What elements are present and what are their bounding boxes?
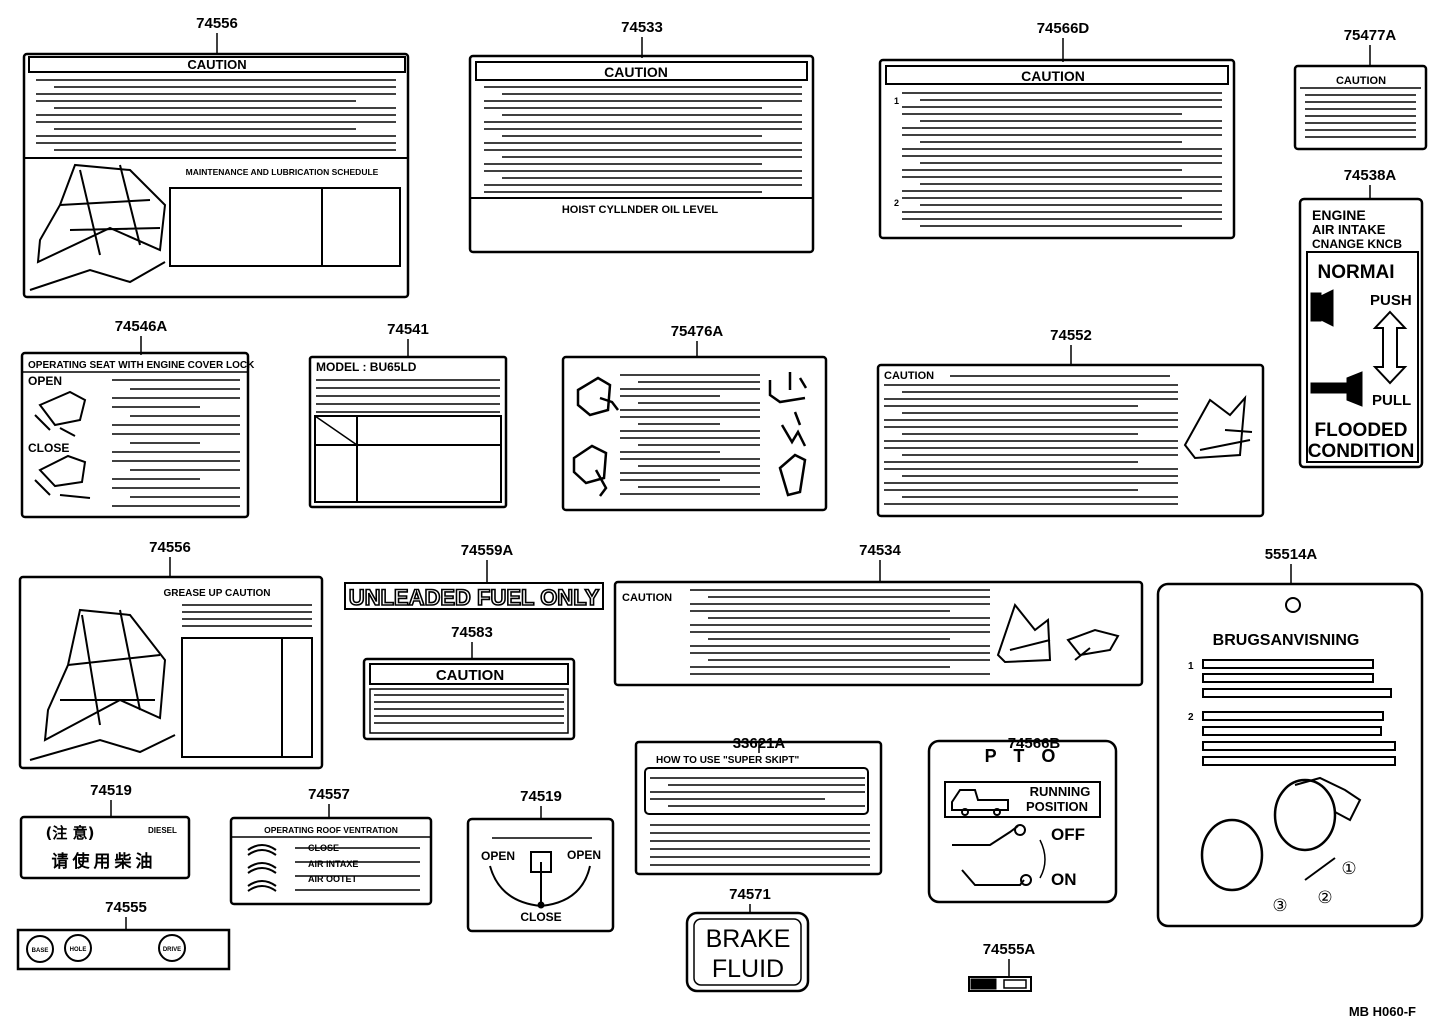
roof-vent-title: OPERATING ROOF VENTRATION: [264, 825, 398, 835]
open-right-text: OPEN: [567, 848, 601, 862]
unleaded-fuel-only-text: UNLEADED FUEL ONLY: [349, 585, 600, 610]
air-intake-option-text: AIR INTAXE: [308, 859, 358, 869]
air-intake-text: AIR INTAKE: [1312, 222, 1386, 237]
step-2-marker: ②: [1317, 888, 1332, 908]
item-number: 2: [1188, 712, 1194, 723]
label-74566b-pto: 74566B P T O RUNNING POSITION OFF ON: [927, 735, 1118, 904]
caution-header: CAUTION: [1021, 68, 1085, 84]
label-74519-diesel-cn: 74519 (注 意) DIESEL 请使用柴油: [19, 782, 191, 880]
caution-header: CAUTION: [604, 64, 668, 80]
close-text: CLOSE: [28, 441, 69, 455]
on-text: ON: [1051, 870, 1077, 889]
label-74538a-air-intake: 74538A ENGINE AIR INTAKE CNANGE KNCB NOR…: [1298, 167, 1424, 469]
label-74555-hole-badges: 74555 BASE HOLE DRIVE: [16, 899, 231, 971]
item-number: 1: [1188, 661, 1194, 672]
label-75476a-pictograms: 75476A: [561, 323, 828, 512]
condition-text: CONDITION: [1308, 441, 1415, 462]
maintenance-title: MAINTENANCE AND LUBRICATION SCHEDULE: [186, 167, 379, 177]
change-knob-text: CNANGE KNCB: [1312, 237, 1402, 251]
label-75477a-caution: 75477A CAUTION: [1293, 27, 1428, 151]
label-74533-caution: 74533 CAUTION HOIST CYLLNDER OIL LEVEL: [468, 19, 815, 254]
part-number: 74555A: [983, 941, 1036, 958]
part-number: 75477A: [1344, 27, 1397, 44]
part-number: 74534: [859, 542, 901, 559]
open-text: OPEN: [28, 374, 62, 388]
fluid-text: FLUID: [712, 955, 784, 983]
part-number: 74546A: [115, 318, 168, 335]
running-text: RUNNING: [1030, 784, 1091, 799]
open-left-text: OPEN: [481, 849, 515, 863]
cn-notice-text: (注 意): [46, 824, 95, 842]
diesel-text: DIESEL: [148, 826, 177, 835]
label-74557-roof-vent: 74557 OPERATING ROOF VENTRATION CLOSE AI…: [229, 786, 433, 906]
label-74556-grease: 74556 GREASE UP CAUTION: [18, 539, 324, 770]
label-74559a-unleaded: 74559A UNLEADED FUEL ONLY: [344, 542, 604, 611]
caution-header: CAUTION: [622, 592, 672, 604]
item-number: 1: [894, 96, 899, 106]
engine-text: ENGINE: [1312, 207, 1366, 223]
grease-title: GREASE UP CAUTION: [163, 588, 270, 599]
base-badge-text: BASE: [32, 948, 49, 954]
part-number: 55514A: [1265, 546, 1318, 563]
label-74552-caution: 74552 CAUTION: [876, 327, 1265, 518]
part-number: 74566D: [1037, 20, 1090, 37]
pull-text: PULL: [1372, 392, 1411, 409]
seat-lock-title: OPERATING SEAT WITH ENGINE COVER LOCK: [28, 360, 255, 371]
caution-header: CAUTION: [187, 57, 246, 72]
label-33621a-super-skipt: 33621A HOW TO USE "SUPER SKIPT": [634, 735, 883, 876]
pto-title: P T O: [985, 746, 1062, 766]
part-number: 75476A: [671, 323, 724, 340]
hoist-oil-level: HOIST CYLLNDER OIL LEVEL: [562, 204, 719, 216]
part-number: 74519: [520, 788, 562, 805]
part-number: 74533: [621, 19, 663, 36]
part-number: 74519: [90, 782, 132, 799]
step-1-marker: ①: [1341, 859, 1356, 879]
cn-diesel-text: 请使用柴油: [52, 851, 157, 872]
part-number: 74541: [387, 321, 429, 338]
part-number: 74552: [1050, 327, 1092, 344]
label-74541-model: 74541 MODEL : BU65LD: [308, 321, 508, 509]
diagram-code: MB H060-F: [1349, 1004, 1416, 1019]
super-skipt-title: HOW TO USE "SUPER SKIPT": [656, 755, 799, 766]
label-74534-caution: 74534 CAUTION: [613, 542, 1144, 687]
label-74556-maintenance: 74556 CAUTION MAINTENANCE AND LUBRICATIO…: [22, 15, 410, 299]
label-74583-caution: 74583 CAUTION: [362, 624, 576, 741]
part-number: 74566B: [1008, 735, 1061, 752]
part-number: 74538A: [1344, 167, 1397, 184]
part-number: 74583: [451, 624, 493, 641]
model-text: MODEL : BU65LD: [316, 360, 417, 374]
step-3-marker: ③: [1272, 896, 1287, 916]
flooded-text: FLOODED: [1315, 420, 1408, 441]
brake-text: BRAKE: [706, 925, 791, 953]
part-number: 74556: [149, 539, 191, 556]
position-text: POSITION: [1026, 799, 1088, 814]
normal-text: NORMAI: [1317, 262, 1394, 283]
caution-header: CAUTION: [884, 370, 934, 382]
part-number: 74559A: [461, 542, 514, 559]
part-number: 74556: [196, 15, 238, 32]
air-outlet-option-text: AIR OOTET: [308, 874, 358, 884]
label-55514a-instructions: 55514A BRUGSANVISNING 1 2 ① ② ③: [1156, 546, 1424, 928]
drive-badge-text: DRIVE: [163, 947, 181, 953]
label-74519-open-close: 74519 OPEN OPEN CLOSE: [466, 788, 615, 933]
close-bottom-text: CLOSE: [520, 910, 561, 924]
item-number: 2: [894, 198, 899, 208]
caution-header: CAUTION: [1336, 75, 1386, 87]
part-number: 74571: [729, 886, 771, 903]
label-74555a-small: 74555A: [968, 941, 1036, 992]
label-74571-brake-fluid: 74571 BRAKE FLUID: [685, 886, 810, 993]
push-text: PUSH: [1370, 292, 1412, 309]
brugsanvisning-title: BRUGSANVISNING: [1213, 632, 1360, 649]
part-number: 74557: [308, 786, 350, 803]
part-number: 74555: [105, 899, 147, 916]
label-74566d-caution: 74566D CAUTION 1 2: [878, 20, 1236, 240]
text-line-placeholders: [36, 79, 1416, 891]
hole-badge-text: HOLE: [70, 947, 87, 953]
label-74546a-seat-lock: 74546A OPERATING SEAT WITH ENGINE COVER …: [20, 318, 255, 519]
caution-header: CAUTION: [436, 667, 504, 684]
off-text: OFF: [1051, 825, 1085, 844]
